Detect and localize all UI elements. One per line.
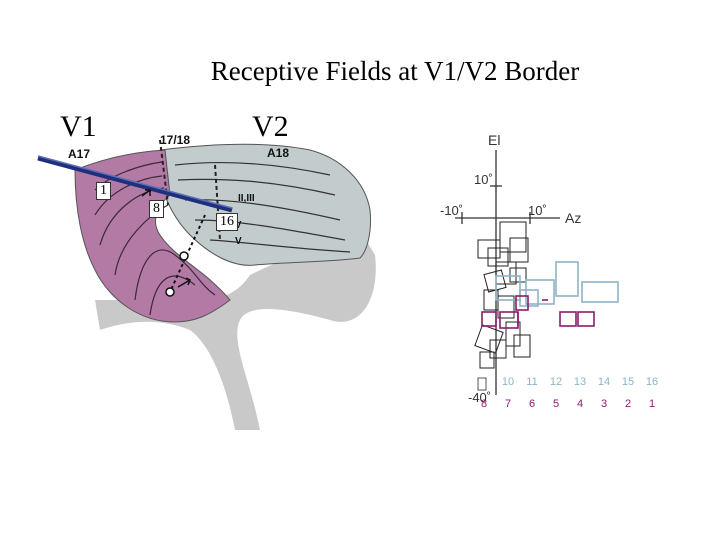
site-number: 12 <box>549 376 563 388</box>
tick-az-10: 10˚ <box>528 203 547 218</box>
az-axis-label: Az <box>565 210 582 226</box>
tick-el-minus-40: -40˚ <box>468 390 492 405</box>
site-number: 14 <box>597 376 611 388</box>
tick-el-10: 10˚ <box>474 172 493 187</box>
el-axis-label: El <box>488 132 501 148</box>
border-label: 17/18 <box>160 133 191 147</box>
v2-region <box>159 143 371 266</box>
site-number: 13 <box>573 376 587 388</box>
v2-site-numbers: 10 11 12 13 14 15 16 <box>496 376 664 388</box>
rf-traces-black <box>474 221 531 369</box>
v2-label: V2 <box>252 110 289 143</box>
layer-23-label: II,III <box>238 193 255 204</box>
electrode-position-8: 8 <box>149 200 164 218</box>
site-number: 15 <box>621 376 635 388</box>
site-number: 5 <box>552 398 560 410</box>
v1-label: V1 <box>60 110 97 143</box>
v1-site-numbers: 8 7 6 5 4 3 2 1 <box>472 398 664 410</box>
rf-marker-left <box>477 377 487 391</box>
a18-label: A18 <box>267 146 290 160</box>
rf-traces-v1 <box>481 295 595 329</box>
page-title: Receptive Fields at V1/V2 Border <box>210 56 580 86</box>
rf-traces-v2 <box>495 261 619 307</box>
a17-label: A17 <box>68 147 91 161</box>
site-number: 11 <box>526 376 538 388</box>
layer-5-label: V <box>235 236 242 247</box>
electrode-position-16: 16 <box>216 213 238 231</box>
site-number: 7 <box>504 398 512 410</box>
v1-region <box>74 149 231 323</box>
site-number: 4 <box>576 398 584 410</box>
electrode-position-1: 1 <box>96 182 111 200</box>
electrode-track <box>37 155 233 213</box>
site-number: 3 <box>600 398 608 410</box>
site-number: 16 <box>645 376 659 388</box>
site-number: 8 <box>480 398 488 410</box>
site-number: 1 <box>648 398 656 410</box>
tick-az-minus-10: -10˚ <box>440 203 464 218</box>
gray-cortex <box>95 230 376 430</box>
site-number: 10 <box>501 376 515 388</box>
site-number: 2 <box>624 398 632 410</box>
site-number: 6 <box>528 398 536 410</box>
